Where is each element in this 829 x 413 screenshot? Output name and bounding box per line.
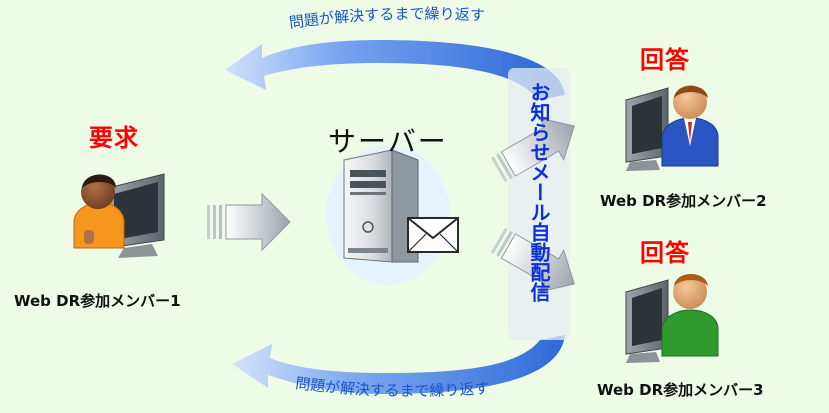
- notification-label: お知らせメール自動配信: [527, 82, 551, 302]
- member3-label: Web DR参加メンバー3: [597, 381, 764, 399]
- member2-status: 回答: [640, 46, 690, 74]
- loop-top-text: 問題が解決するまで繰り返す: [288, 5, 485, 32]
- member2-label: Web DR参加メンバー2: [600, 192, 767, 210]
- notify-arrow-lower: [491, 227, 575, 293]
- request-arrow: [207, 192, 291, 252]
- server-label: サーバー: [328, 125, 448, 158]
- loop-arrow-bottom: [232, 335, 565, 394]
- envelope-icon: [407, 217, 459, 253]
- member2-icon: [625, 85, 719, 171]
- notify-arrow-upper: [491, 117, 575, 183]
- member1-icon: [73, 173, 165, 258]
- member3-icon: [625, 274, 719, 363]
- server-tower-icon: [326, 145, 450, 285]
- request-label: 要求: [89, 124, 139, 152]
- member3-status: 回答: [640, 239, 690, 267]
- loop-arrow-top: [225, 40, 565, 100]
- member1-label: Web DR参加メンバー1: [14, 292, 181, 310]
